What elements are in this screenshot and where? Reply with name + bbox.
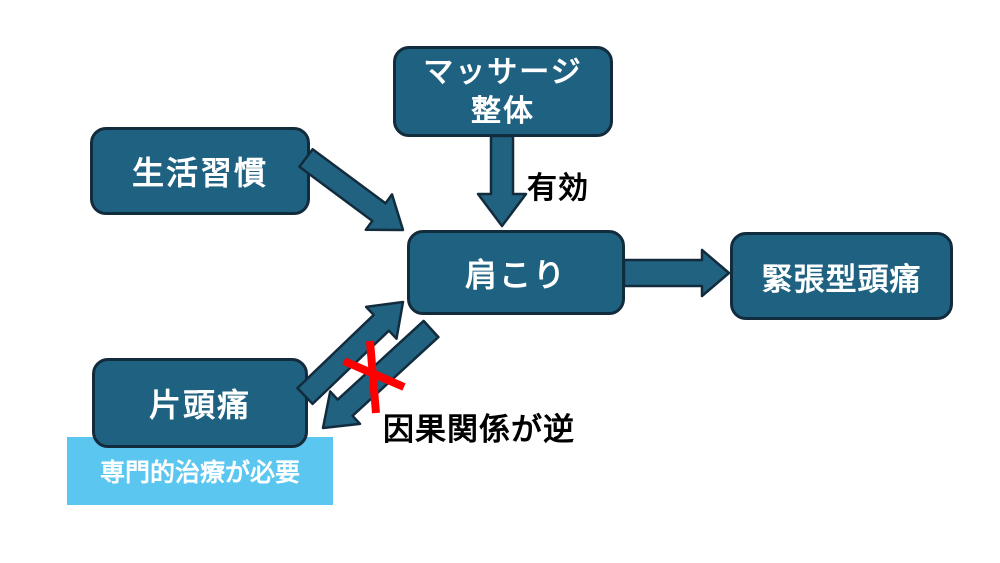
node-lifestyle-label: 生活習慣 — [131, 155, 268, 191]
label-reversed: 因果関係が逆 — [383, 412, 575, 447]
treatment-callout: 専門的治療が必要 — [67, 437, 333, 505]
arrow-lifestyle-to-shoulder — [298, 147, 405, 232]
treatment-callout-label: 専門的治療が必要 — [99, 459, 300, 487]
node-shoulder-label: 肩こり — [464, 256, 567, 293]
node-massage-label-line2: 整体 — [471, 94, 535, 128]
node-tension: 緊張型頭痛 — [730, 232, 953, 320]
node-massage-label-line1: マッサージ — [423, 55, 583, 89]
node-migraine-label: 片頭痛 — [148, 387, 251, 423]
node-tension-label: 緊張型頭痛 — [761, 261, 922, 297]
node-lifestyle: 生活習慣 — [90, 127, 310, 215]
node-migraine: 片頭痛 — [92, 358, 308, 448]
arrow-massage-to-shoulder — [476, 134, 528, 228]
node-massage: マッサージ 整体 — [393, 46, 613, 137]
red-cross-icon — [342, 340, 406, 414]
arrow-migraine-to-shoulder — [296, 300, 405, 406]
arrow-shoulder-to-tension — [622, 248, 731, 298]
label-effective: 有効 — [527, 172, 589, 205]
node-shoulder: 肩こり — [407, 230, 625, 315]
